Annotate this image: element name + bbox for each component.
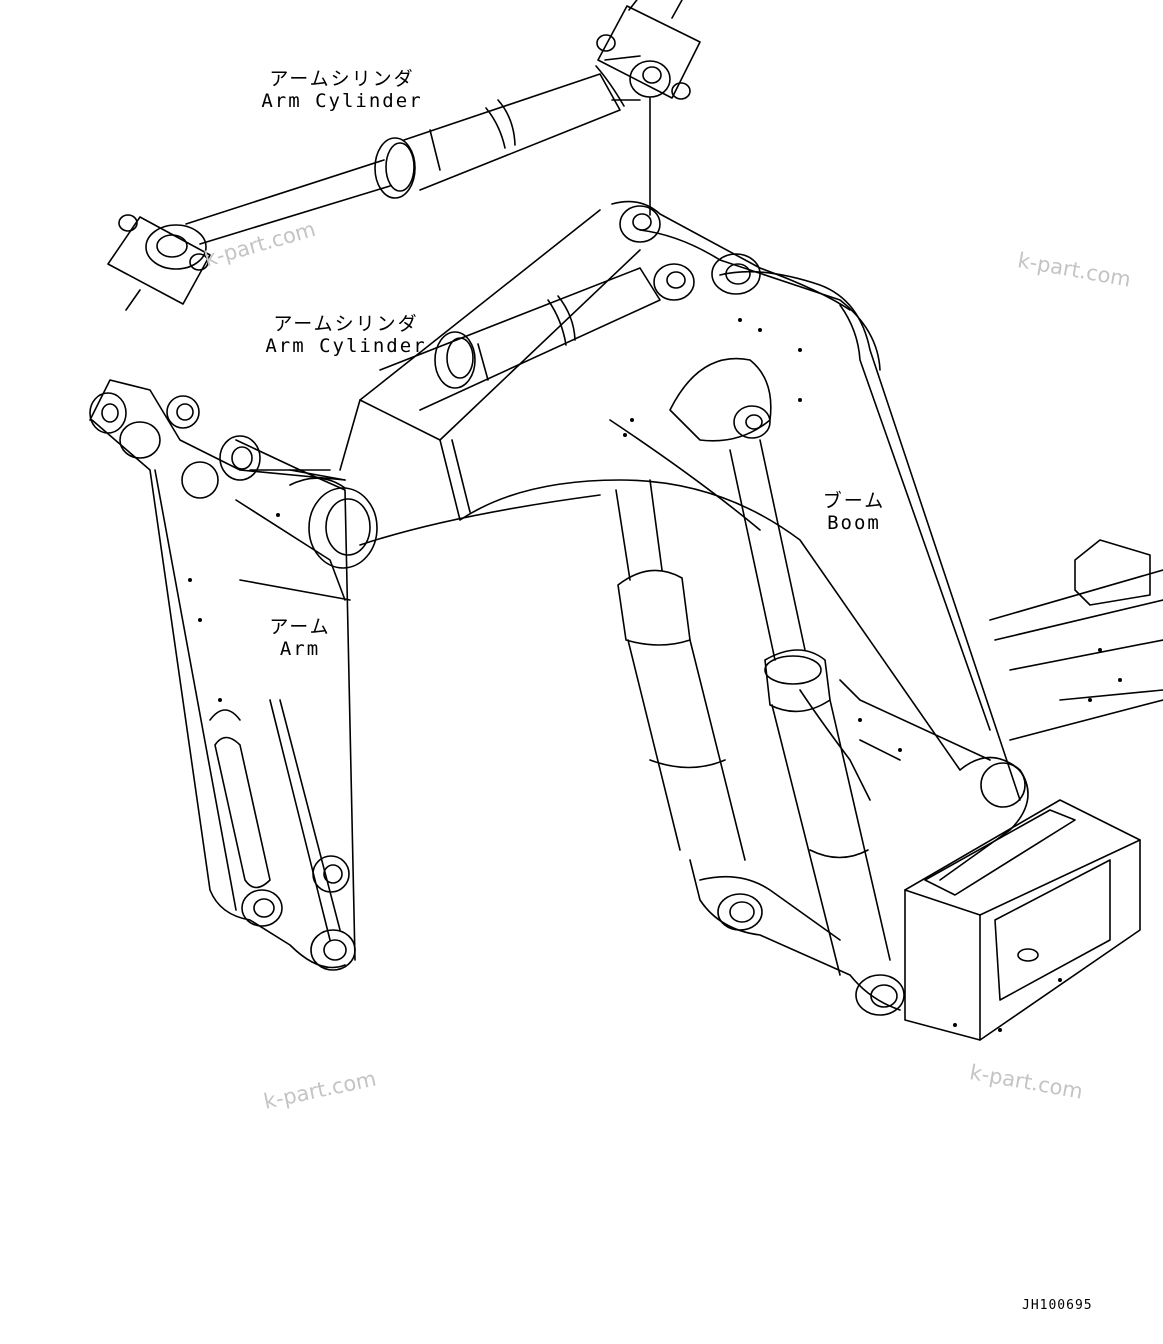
assembled-arm-cylinder <box>379 205 761 411</box>
label-jp: アームシリンダ <box>273 313 419 335</box>
label-jp: アーム <box>269 616 331 638</box>
boom-cylinders <box>615 357 891 976</box>
label-arm-cylinder-mid: アームシリンダ Arm Cylinder <box>262 313 430 357</box>
label-en: Arm <box>279 638 321 660</box>
label-en: Boom <box>827 512 881 534</box>
label-jp: アームシリンダ <box>269 68 415 90</box>
label-en: Arm Cylinder <box>261 90 423 112</box>
bolt-details <box>188 318 1122 1032</box>
exploded-arm-cylinder <box>107 0 701 311</box>
arm-structure <box>89 379 378 971</box>
revolving-frame <box>904 539 1163 1041</box>
label-boom: ブーム Boom <box>818 490 890 534</box>
boom-structure <box>339 200 1029 1016</box>
label-jp: ブーム <box>822 490 886 512</box>
label-arm: アーム Arm <box>268 616 332 660</box>
label-arm-cylinder-top: アームシリンダ Arm Cylinder <box>258 68 426 112</box>
label-en: Arm Cylinder <box>265 335 427 357</box>
drawing-code: JH100695 <box>1022 1298 1093 1313</box>
